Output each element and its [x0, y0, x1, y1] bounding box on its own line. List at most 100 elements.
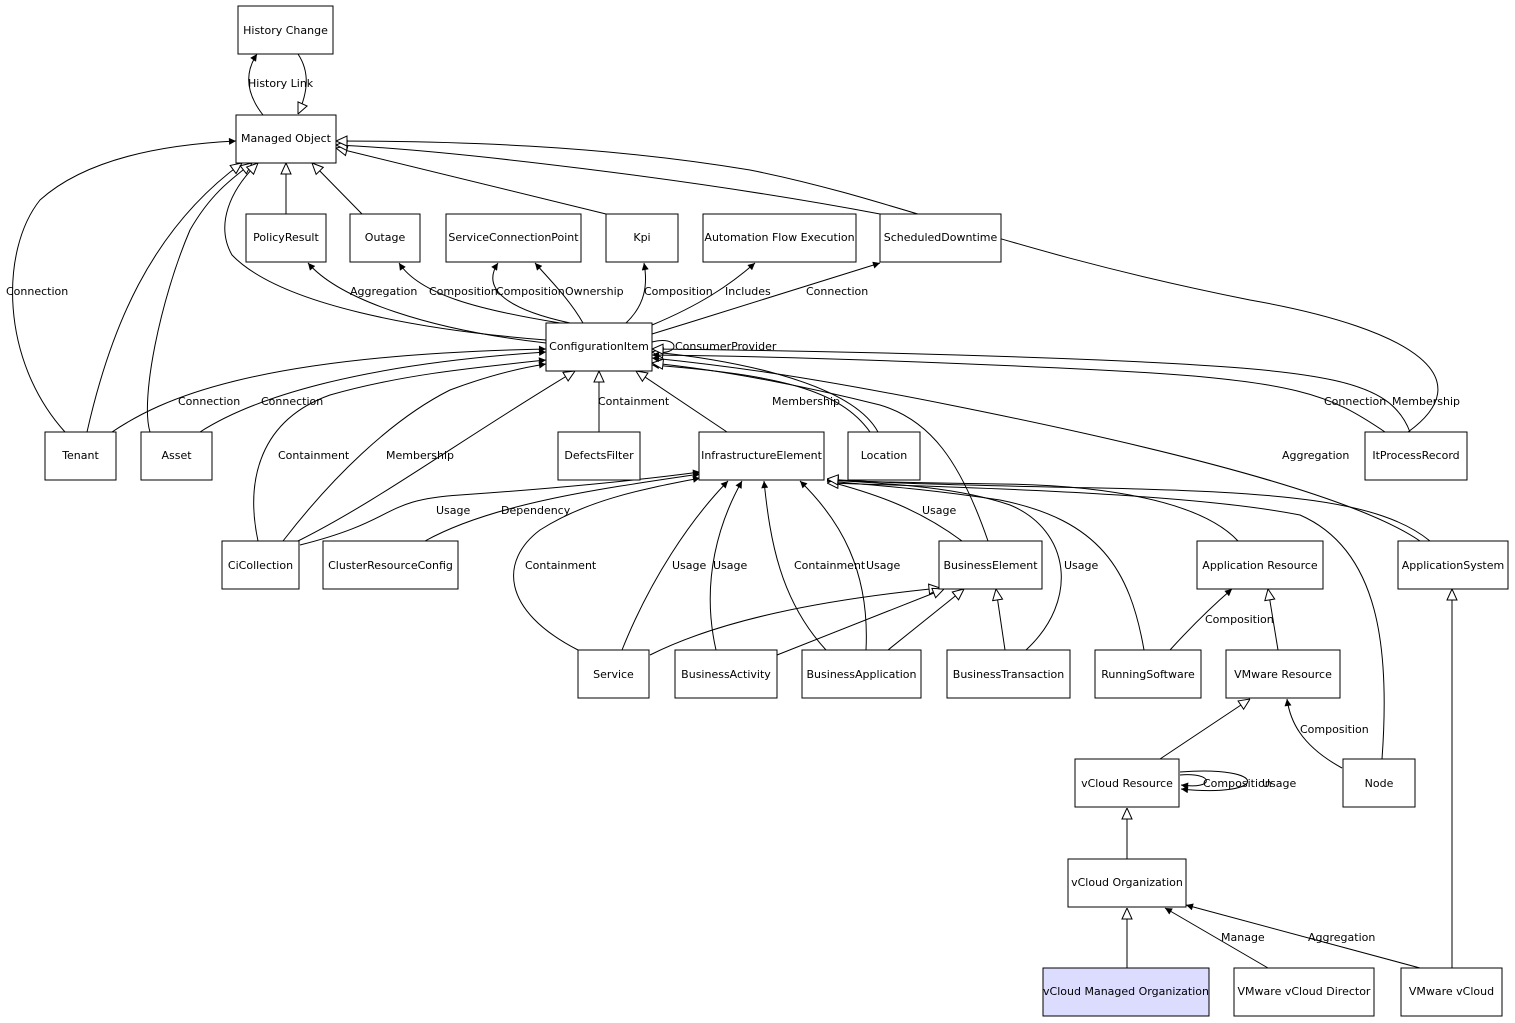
edge-cicoll-membership-ci: [282, 361, 547, 542]
edge-appsys-ie: [827, 479, 1431, 542]
edge-mo-history-link: [248, 53, 264, 116]
node-ci-collection[interactable]: CiCollection: [221, 540, 300, 590]
edge-bapp-usage-ie: [799, 480, 867, 651]
edge-be-ci: [652, 363, 989, 542]
node-location[interactable]: Location: [847, 431, 921, 481]
edge-label-dependency: Dependency: [501, 504, 571, 517]
node-configuration-item[interactable]: ConfigurationItem: [545, 322, 653, 372]
edge-bapp-containment-ie: [761, 480, 827, 651]
edge-tenant-mo: [86, 163, 242, 433]
edge-label-aggregation: Aggregation: [1308, 931, 1375, 944]
edge-label-containment: Containment: [278, 449, 350, 462]
node-infrastructure-element[interactable]: InfrastructureElement: [698, 431, 825, 481]
node-managed-object[interactable]: Managed Object: [235, 114, 337, 164]
edge-label-membership: Membership: [1392, 395, 1460, 408]
node-kpi[interactable]: Kpi: [605, 213, 679, 263]
edge-ci-connection-sd: [651, 261, 881, 335]
edge-vcr-vmres: [1159, 699, 1250, 760]
edge-label-usage: Usage: [1262, 777, 1297, 790]
edge-sd-mo: [336, 145, 881, 215]
node-vmware-vcloud[interactable]: VMware vCloud: [1400, 967, 1503, 1017]
node-history-change[interactable]: History Change: [237, 5, 334, 55]
node-tenant[interactable]: Tenant: [44, 431, 117, 481]
node-vcloud-resource[interactable]: vCloud Resource: [1074, 758, 1180, 808]
node-label: ClusterResourceConfig: [328, 559, 453, 572]
node-label: ServiceConnectionPoint: [448, 231, 579, 244]
edge-outage-mo: [312, 163, 363, 215]
edge-label-connection: Connection: [178, 395, 240, 408]
edge-tenant-connection-mo: [12, 137, 237, 433]
edge-label-composition: Composition: [1203, 777, 1272, 790]
node-label: ItProcessRecord: [1372, 449, 1459, 462]
edge-location-ci: [652, 352, 879, 433]
node-cluster-resource-config[interactable]: ClusterResourceConfig: [322, 540, 459, 590]
node-business-transaction[interactable]: BusinessTransaction: [946, 649, 1071, 699]
edge-label-aggregation: Aggregation: [1282, 449, 1349, 462]
node-label: Location: [861, 449, 908, 462]
edge-itpr-ci: [652, 349, 1411, 433]
edge-ci-composition-scp: [491, 262, 571, 324]
edge-label-connection: Connection: [806, 285, 868, 298]
node-running-software[interactable]: RunningSoftware: [1094, 649, 1202, 699]
edges: [12, 53, 1452, 969]
node-policy-result[interactable]: PolicyResult: [245, 213, 327, 263]
node-scheduled-downtime[interactable]: ScheduledDowntime: [879, 213, 1002, 263]
node-service[interactable]: Service: [577, 649, 650, 699]
node-vmware-resource[interactable]: VMware Resource: [1225, 649, 1341, 699]
edge-node-composition-vmres: [1284, 698, 1343, 769]
node-vcloud-organization[interactable]: vCloud Organization: [1067, 858, 1187, 908]
edge-bapp-be: [887, 589, 964, 651]
edge-label-usage: Usage: [672, 559, 707, 572]
edge-service-be: [649, 588, 940, 656]
node-business-activity[interactable]: BusinessActivity: [674, 649, 778, 699]
node-application-resource[interactable]: Application Resource: [1196, 540, 1324, 590]
edge-label-ownership: Ownership: [565, 285, 624, 298]
edge-labels: History Link Connection Aggregation Comp…: [6, 77, 1460, 944]
edge-label-history-link: History Link: [248, 77, 314, 90]
node-node[interactable]: Node: [1342, 758, 1416, 808]
edge-label-composition: Composition: [644, 285, 713, 298]
edge-label-tenant-connection-mo: Connection: [6, 285, 68, 298]
edge-bt-usage-ie: [826, 476, 1062, 651]
edge-ci-composition-kpi: [625, 262, 649, 324]
node-application-system[interactable]: ApplicationSystem: [1397, 540, 1509, 590]
edge-vcd-manage-vcorg: [1164, 907, 1269, 969]
node-label: RunningSoftware: [1101, 668, 1195, 681]
edge-vcr-usage-loop: [1179, 770, 1248, 794]
edge-label-usage: Usage: [713, 559, 748, 572]
node-label: vCloud Managed Organization: [1043, 985, 1209, 998]
node-label: History Change: [243, 24, 328, 37]
node-business-element[interactable]: BusinessElement: [938, 540, 1043, 590]
node-business-application[interactable]: BusinessApplication: [801, 649, 922, 699]
node-label: DefectsFilter: [564, 449, 634, 462]
node-defects-filter[interactable]: DefectsFilter: [557, 431, 641, 481]
node-vcloud-managed-organization[interactable]: vCloud Managed Organization: [1042, 967, 1210, 1017]
node-label: Asset: [161, 449, 192, 462]
node-outage[interactable]: Outage: [349, 213, 421, 263]
node-label: VMware Resource: [1234, 668, 1332, 681]
node-label: VMware vCloud: [1409, 985, 1494, 998]
node-label: BusinessElement: [943, 559, 1038, 572]
edge-label-composition: Composition: [496, 285, 565, 298]
edge-label-consumer-provider: ConsumerProvider: [675, 340, 777, 353]
node-automation-flow-execution[interactable]: Automation Flow Execution: [702, 213, 857, 263]
node-asset[interactable]: Asset: [140, 431, 213, 481]
edge-itpr-connection-ci: [651, 351, 1386, 433]
node-label: BusinessApplication: [807, 668, 917, 681]
edge-crc-dependency-ie: [424, 471, 701, 542]
edge-label-containment: Containment: [794, 559, 866, 572]
node-vmware-vcloud-director[interactable]: VMware vCloud Director: [1233, 967, 1375, 1017]
node-label: Application Resource: [1202, 559, 1318, 572]
edge-ci-consumer-provider: [651, 340, 675, 357]
node-label: BusinessActivity: [681, 668, 771, 681]
node-label: PolicyResult: [253, 231, 319, 244]
edge-label-connection: Connection: [261, 395, 323, 408]
node-service-connection-point[interactable]: ServiceConnectionPoint: [445, 213, 582, 263]
edge-ci-aggregation-policy: [307, 262, 547, 344]
edge-label-composition: Composition: [429, 285, 498, 298]
edge-ci-includes-afe: [651, 262, 756, 326]
edge-label-containment: Containment: [598, 395, 670, 408]
node-label: Node: [1365, 777, 1394, 790]
node-it-process-record[interactable]: ItProcessRecord: [1364, 431, 1468, 481]
